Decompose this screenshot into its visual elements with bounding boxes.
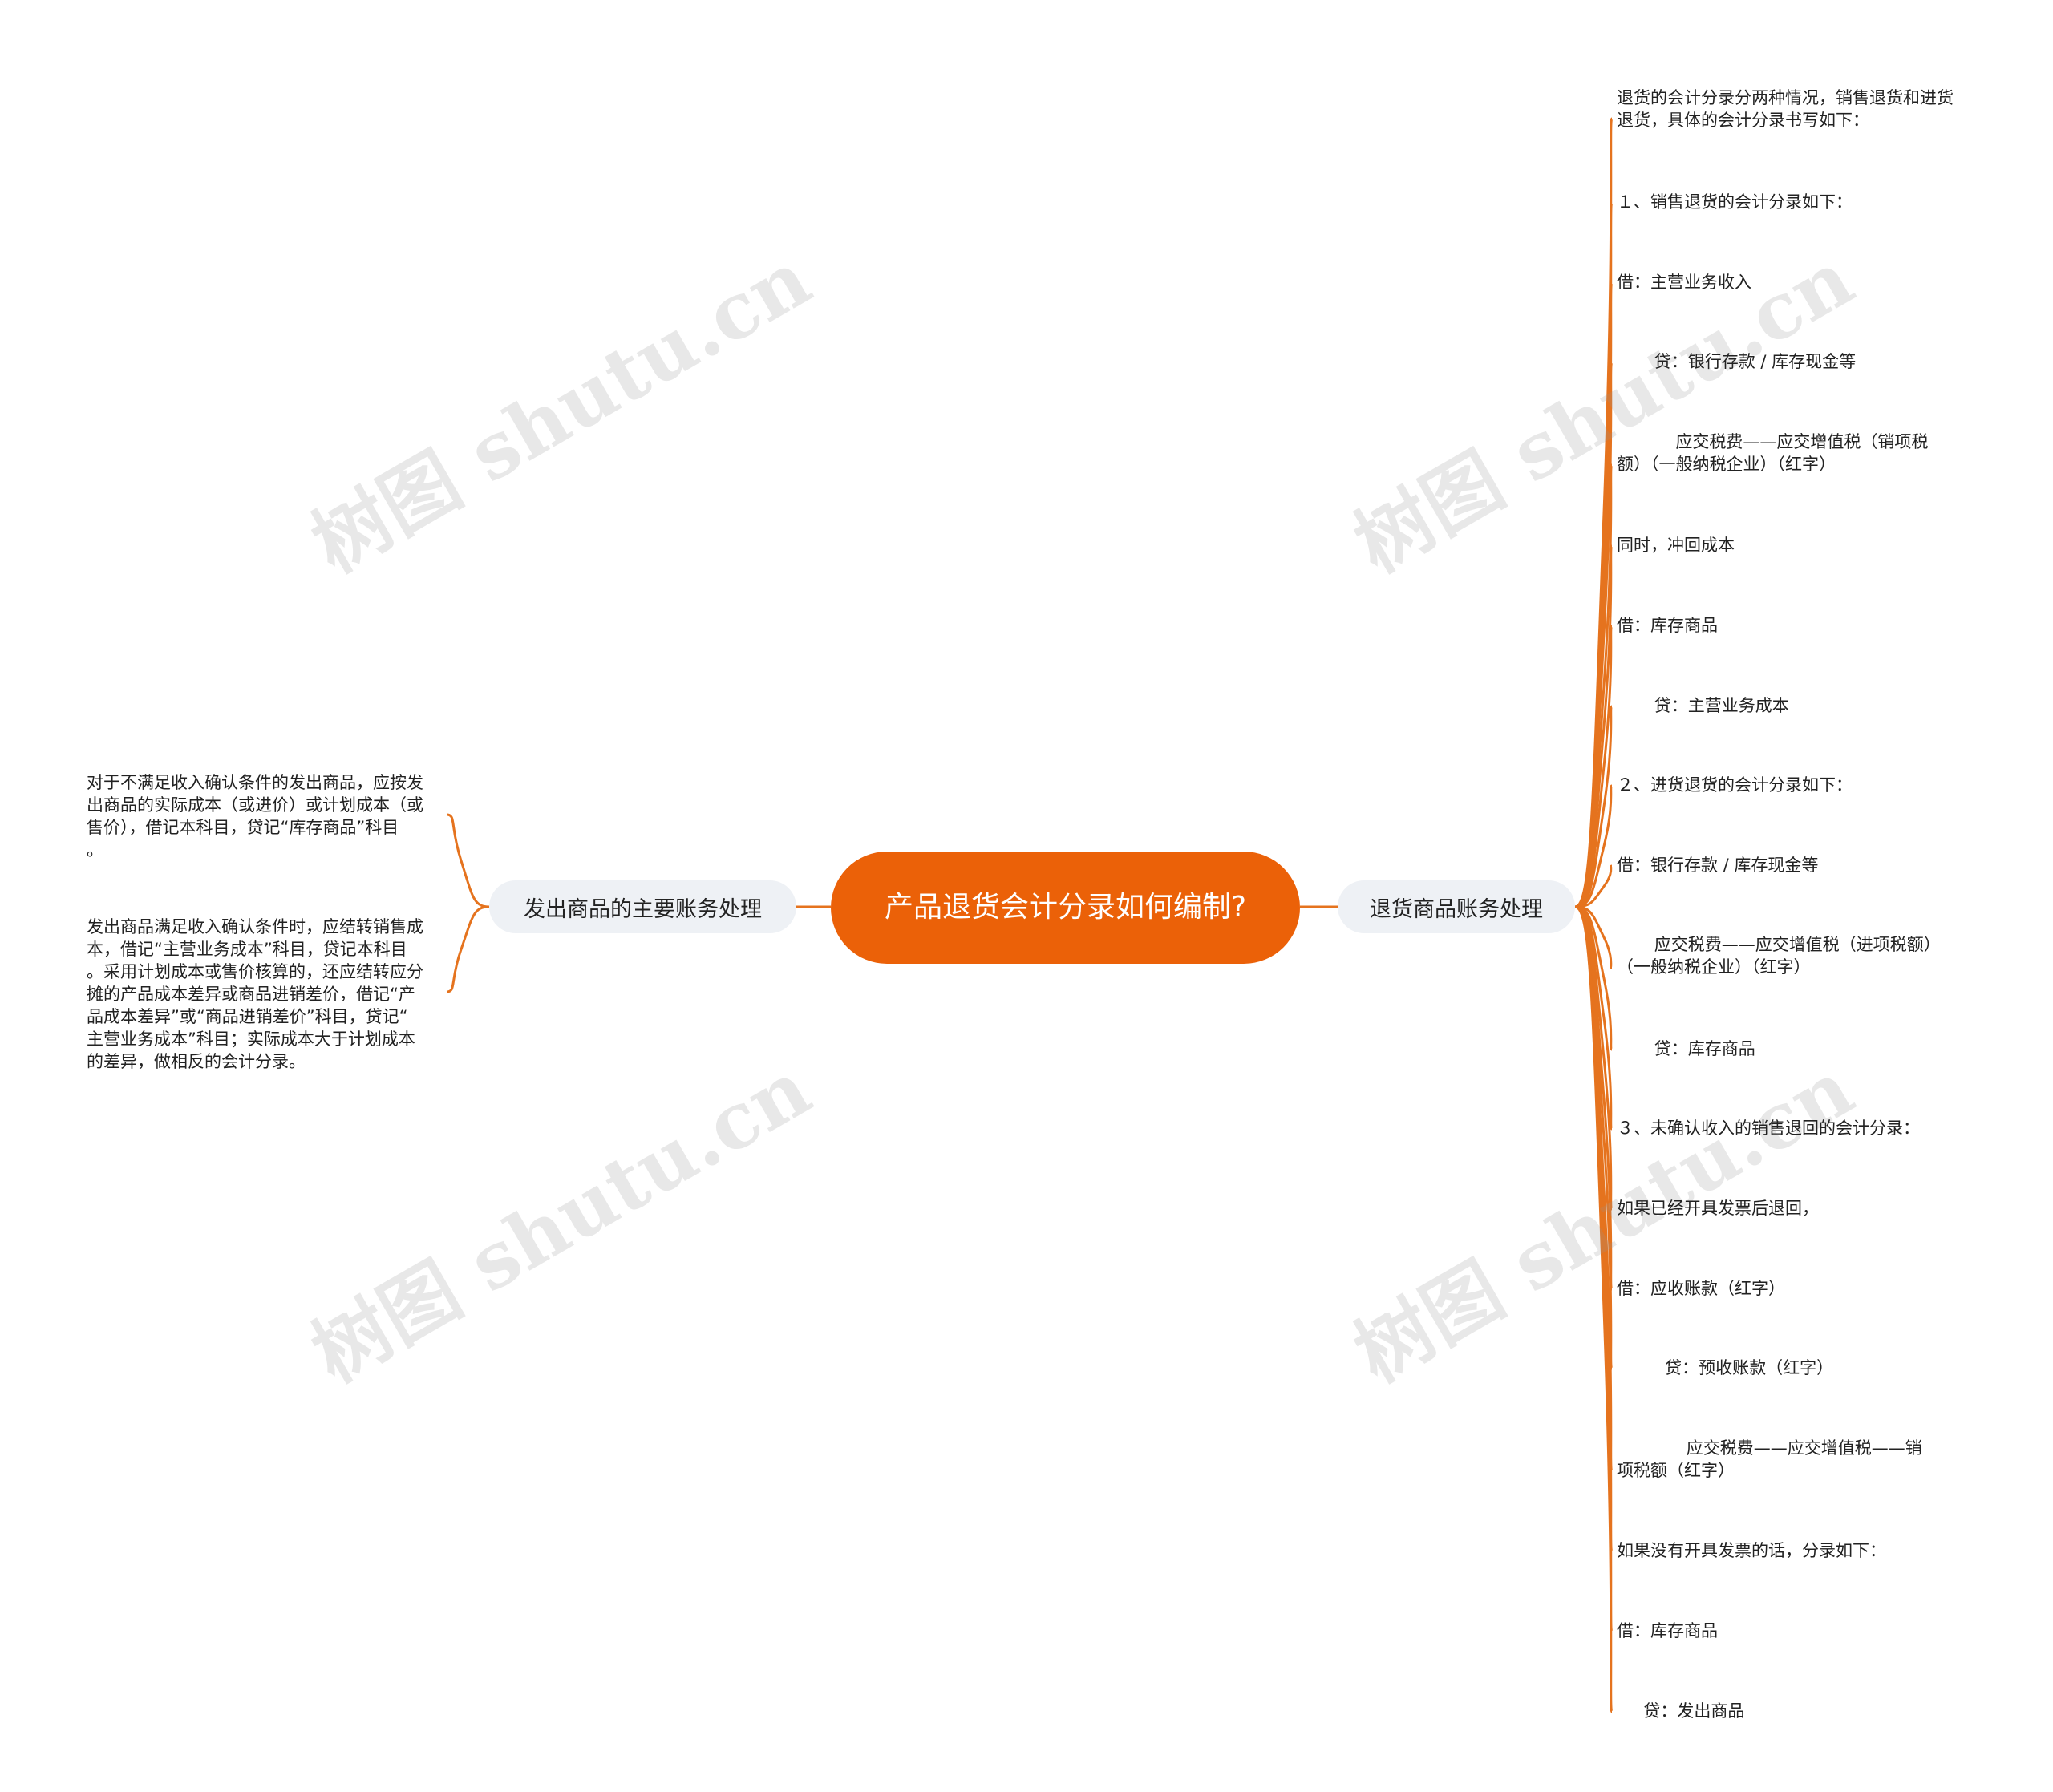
watermark-3: 树图 shutu.cn bbox=[297, 1042, 825, 1401]
leaf-returned-12[interactable]: 贷：库存商品 bbox=[1617, 1039, 1755, 1058]
link-left-2 bbox=[446, 905, 490, 993]
leaf-returned-18[interactable]: 如果没有开具发票的话，分录如下： bbox=[1617, 1541, 1886, 1560]
link-right-20 bbox=[1574, 905, 1614, 1713]
leaf-returned-7[interactable]: 借：库存商品 bbox=[1617, 616, 1718, 635]
leaf-shipped-2[interactable]: 发出商品满足收入确认条件时，应结转销售成 本，借记“主营业务成本”科目，贷记本科… bbox=[87, 917, 423, 1071]
link-right-13 bbox=[1574, 905, 1614, 1131]
leaf-returned-1[interactable]: 退货的会计分录分两种情况，销售退货和进货 退货，具体的会计分录书写如下： bbox=[1617, 88, 1954, 130]
leaf-returned-11[interactable]: 应交税费——应交增值税（进项税额） （一般纳税企业）（红字） bbox=[1617, 935, 1941, 977]
link-left-1 bbox=[446, 813, 490, 908]
watermark-1: 树图 shutu.cn bbox=[297, 233, 825, 591]
leaf-returned-13[interactable]: ３、未确认收入的销售退回的会计分录： bbox=[1617, 1118, 1920, 1138]
link-right-10 bbox=[1574, 864, 1613, 908]
link-right-2 bbox=[1574, 201, 1614, 908]
central-topic[interactable]: 产品退货会计分录如何编制? bbox=[831, 852, 1300, 964]
link-right-1 bbox=[1574, 117, 1614, 908]
leaf-returned-16[interactable]: 贷：预收账款（红字） bbox=[1617, 1358, 1834, 1377]
link-right-7 bbox=[1574, 625, 1614, 908]
leaf-returned-9[interactable]: ２、进货退货的会计分录如下： bbox=[1617, 775, 1853, 795]
leaf-returned-6[interactable]: 同时，冲回成本 bbox=[1617, 536, 1735, 555]
branch-label: 发出商品的主要账务处理 bbox=[524, 896, 762, 922]
leaf-shipped-1[interactable]: 对于不满足收入确认条件的发出商品，应按发 出商品的实际成本（或进价）或计划成本（… bbox=[87, 773, 423, 860]
link-right-9 bbox=[1574, 784, 1613, 908]
link-right-11 bbox=[1574, 905, 1613, 969]
leaf-returned-17[interactable]: 应交税费——应交增值税——销 项税额（红字） bbox=[1617, 1438, 1922, 1480]
watermark-2: 树图 shutu.cn bbox=[1339, 233, 1868, 591]
branch-label: 退货商品账务处理 bbox=[1370, 896, 1543, 922]
leaf-returned-14[interactable]: 如果已经开具发票后退回， bbox=[1617, 1199, 1819, 1218]
link-right-5 bbox=[1574, 463, 1614, 908]
leaf-returned-15[interactable]: 借：应收账款（红字） bbox=[1617, 1279, 1785, 1298]
central-topic-label: 产品退货会计分录如何编制? bbox=[884, 891, 1247, 924]
link-right-16 bbox=[1574, 905, 1614, 1370]
leaf-returned-2[interactable]: １、销售退货的会计分录如下： bbox=[1617, 192, 1853, 212]
branch-shipped-goods[interactable]: 发出商品的主要账务处理 bbox=[489, 880, 796, 933]
leaf-returned-5[interactable]: 应交税费——应交增值税（销项税 额）（一般纳税企业）（红字） bbox=[1617, 432, 1929, 474]
link-right-8 bbox=[1574, 705, 1614, 908]
leaf-returned-8[interactable]: 贷：主营业务成本 bbox=[1617, 696, 1789, 715]
leaf-returned-10[interactable]: 借：银行存款 / 库存现金等 bbox=[1617, 856, 1819, 875]
leaf-returned-3[interactable]: 借：主营业务收入 bbox=[1617, 273, 1751, 292]
link-right-6 bbox=[1574, 544, 1614, 908]
leaf-returned-20[interactable]: 贷：发出商品 bbox=[1617, 1701, 1745, 1721]
link-right-12 bbox=[1574, 905, 1614, 1051]
leaf-returned-4[interactable]: 贷：银行存款 / 库存现金等 bbox=[1617, 352, 1857, 371]
leaf-returned-19[interactable]: 借：库存商品 bbox=[1617, 1621, 1718, 1640]
branch-returned-goods[interactable]: 退货商品账务处理 bbox=[1338, 880, 1575, 933]
